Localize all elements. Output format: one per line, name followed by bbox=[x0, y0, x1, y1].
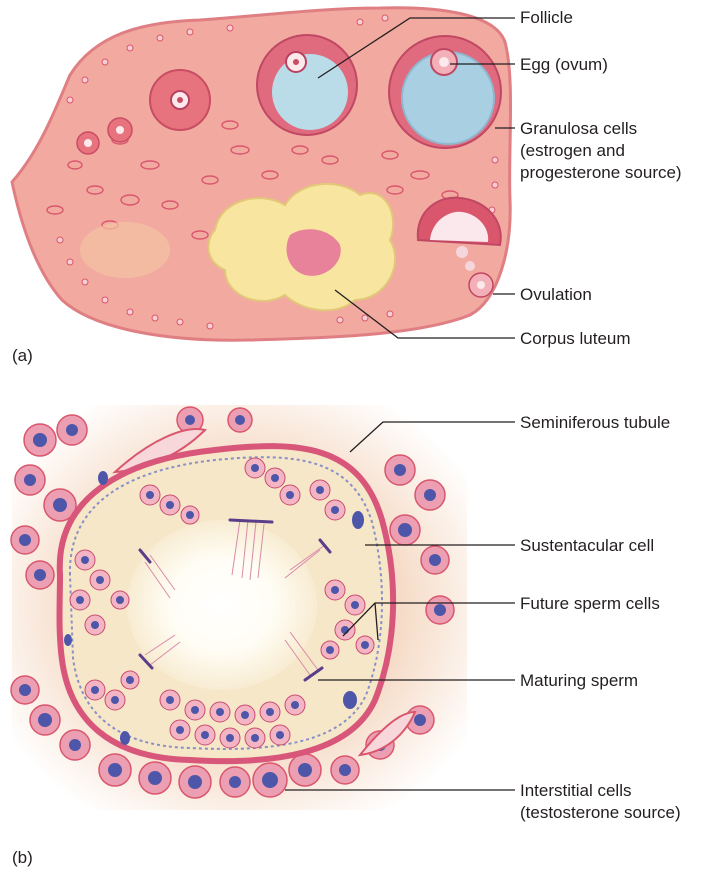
label-corpus-luteum: Corpus luteum bbox=[520, 328, 631, 349]
testis-illustration bbox=[11, 405, 467, 810]
panel-a-letter: (a) bbox=[12, 346, 33, 366]
label-interstitial-line2: (testosterone source) bbox=[520, 802, 681, 823]
regressing-follicle bbox=[80, 222, 170, 278]
label-sustentacular-cell: Sustentacular cell bbox=[520, 535, 654, 556]
label-interstitial-line1: Interstitial cells bbox=[520, 780, 631, 801]
label-maturing-sperm: Maturing sperm bbox=[520, 670, 638, 691]
primary-follicle bbox=[150, 70, 210, 130]
label-egg: Egg (ovum) bbox=[520, 54, 608, 75]
label-seminiferous-tubule: Seminiferous tubule bbox=[520, 412, 670, 433]
ovary-illustration bbox=[12, 8, 511, 341]
label-ovulation: Ovulation bbox=[520, 284, 592, 305]
label-granulosa-line3: progesterone source) bbox=[520, 162, 682, 183]
mature-follicle bbox=[389, 36, 501, 148]
label-follicle: Follicle bbox=[520, 7, 573, 28]
corpus-luteum bbox=[208, 184, 395, 310]
seminiferous-tubule bbox=[60, 446, 394, 761]
label-granulosa-line2: (estrogen and bbox=[520, 140, 625, 161]
label-future-sperm: Future sperm cells bbox=[520, 593, 660, 614]
label-granulosa-line1: Granulosa cells bbox=[520, 118, 637, 139]
panel-b-letter: (b) bbox=[12, 848, 33, 868]
secondary-follicle bbox=[257, 35, 357, 135]
